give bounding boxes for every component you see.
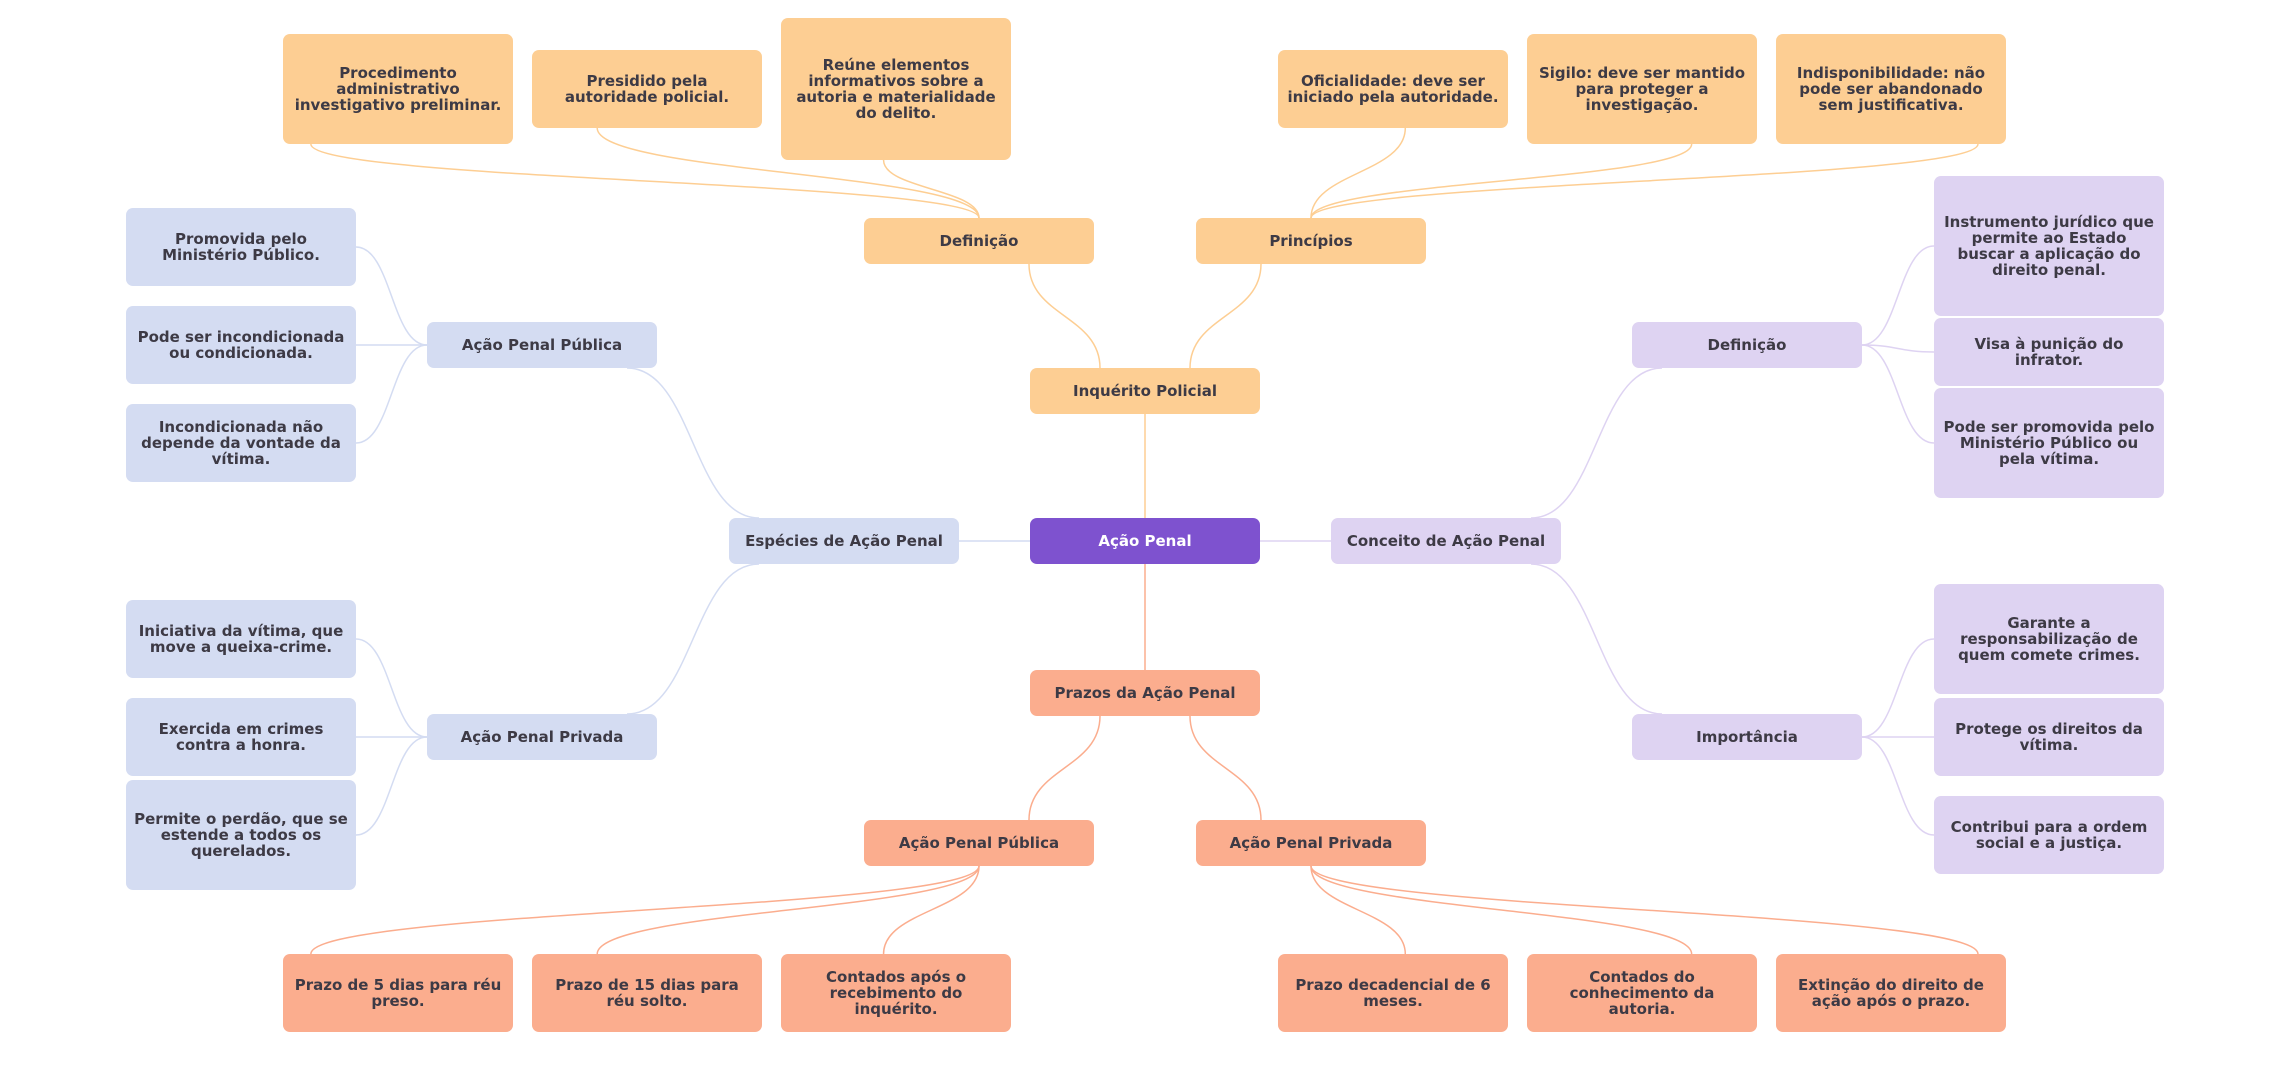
inquerito-definicao-leaf: Presidido pela autoridade policial. [532,50,762,128]
prazos-privada-leaf: Contados do conhecimento da autoria. [1527,954,1757,1032]
conceito-definicao-node[interactable]: Definição [1632,322,1862,368]
connector-especies-leaf [355,344,428,444]
prazos-publica-leaf: Contados após o recebimento do inquérito… [781,954,1011,1032]
especies-publica-leaf: Pode ser incondicionada ou condicionada. [126,306,356,384]
inquerito-definicao-leaf: Reúne elementos informativos sobre a aut… [781,18,1011,160]
connector-inquerito-leaf [882,159,980,219]
prazos-node[interactable]: Prazos da Ação Penal [1030,670,1260,716]
especies-privada-leaf: Permite o perdão, que se estende a todos… [126,780,356,890]
conceito-importancia-leaf: Contribui para a ordem social e a justiç… [1934,796,2164,874]
prazos-publica-node[interactable]: Ação Penal Pública [864,820,1094,866]
connector-especies-sub [626,563,760,715]
inquerito-principios-leaf: Sigilo: deve ser mantido para proteger a… [1527,34,1757,144]
connector-prazos-leaf [1310,865,1407,955]
inquerito-definicao-leaf: Procedimento administrativo investigativ… [283,34,513,144]
prazos-privada-leaf: Extinção do direito de ação após o prazo… [1776,954,2006,1032]
connector-conceito-sub [1530,367,1663,519]
connector-prazos-sub [1028,715,1101,821]
connector-inquerito-leaf [310,143,980,219]
connector-conceito-leaf [1861,344,1935,353]
connector-especies-leaf [355,246,428,346]
conceito-importancia-node[interactable]: Importância [1632,714,1862,760]
prazos-publica-leaf: Prazo de 15 dias para réu solto. [532,954,762,1032]
connector-prazos-sub [1189,715,1262,821]
connector-inquerito-leaf [1310,143,1693,219]
connector-conceito-leaf [1861,245,1935,346]
especies-node[interactable]: Espécies de Ação Penal [729,518,959,564]
connector-inquerito-leaf [1310,143,1979,219]
inquerito-principios-node[interactable]: Princípios [1196,218,1426,264]
connector-inquerito-sub [1028,263,1101,369]
conceito-definicao-leaf: Pode ser promovida pelo Ministério Públi… [1934,388,2164,498]
connector-especies-leaf [355,638,428,738]
prazos-privada-node[interactable]: Ação Penal Privada [1196,820,1426,866]
connector-prazos-leaf [596,865,980,955]
connector-prazos-leaf [1310,865,1693,955]
connector-inquerito-leaf [1310,127,1407,219]
especies-publica-leaf: Promovida pelo Ministério Público. [126,208,356,286]
inquerito-principios-leaf: Oficialidade: deve ser iniciado pela aut… [1278,50,1508,128]
connector-conceito-sub [1530,563,1663,715]
conceito-importancia-leaf: Protege os direitos da vítima. [1934,698,2164,776]
connector-prazos-leaf [882,865,980,955]
connector-inquerito-sub [1189,263,1262,369]
root-node[interactable]: Ação Penal [1030,518,1260,564]
connector-conceito-leaf [1861,344,1935,444]
prazos-privada-leaf: Prazo decadencial de 6 meses. [1278,954,1508,1032]
especies-privada-node[interactable]: Ação Penal Privada [427,714,657,760]
especies-privada-leaf: Iniciativa da vítima, que move a queixa-… [126,600,356,678]
connector-prazos-leaf [1310,865,1979,955]
inquerito-definicao-node[interactable]: Definição [864,218,1094,264]
especies-privada-leaf: Exercida em crimes contra a honra. [126,698,356,776]
connector-prazos-leaf [310,865,980,955]
conceito-importancia-leaf: Garante a responsabilização de quem come… [1934,584,2164,694]
especies-publica-node[interactable]: Ação Penal Pública [427,322,657,368]
prazos-publica-leaf: Prazo de 5 dias para réu preso. [283,954,513,1032]
conceito-node[interactable]: Conceito de Ação Penal [1331,518,1561,564]
conceito-definicao-leaf: Visa à punição do infrator. [1934,318,2164,386]
connector-especies-sub [626,367,760,519]
connector-inquerito-leaf [596,127,980,219]
connector-conceito-leaf [1861,736,1935,836]
connector-especies-leaf [355,736,428,836]
especies-publica-leaf: Incondicionada não depende da vontade da… [126,404,356,482]
conceito-definicao-leaf: Instrumento jurídico que permite ao Esta… [1934,176,2164,316]
connector-conceito-leaf [1861,638,1935,738]
inquerito-policial-node[interactable]: Inquérito Policial [1030,368,1260,414]
inquerito-principios-leaf: Indisponibilidade: não pode ser abandona… [1776,34,2006,144]
